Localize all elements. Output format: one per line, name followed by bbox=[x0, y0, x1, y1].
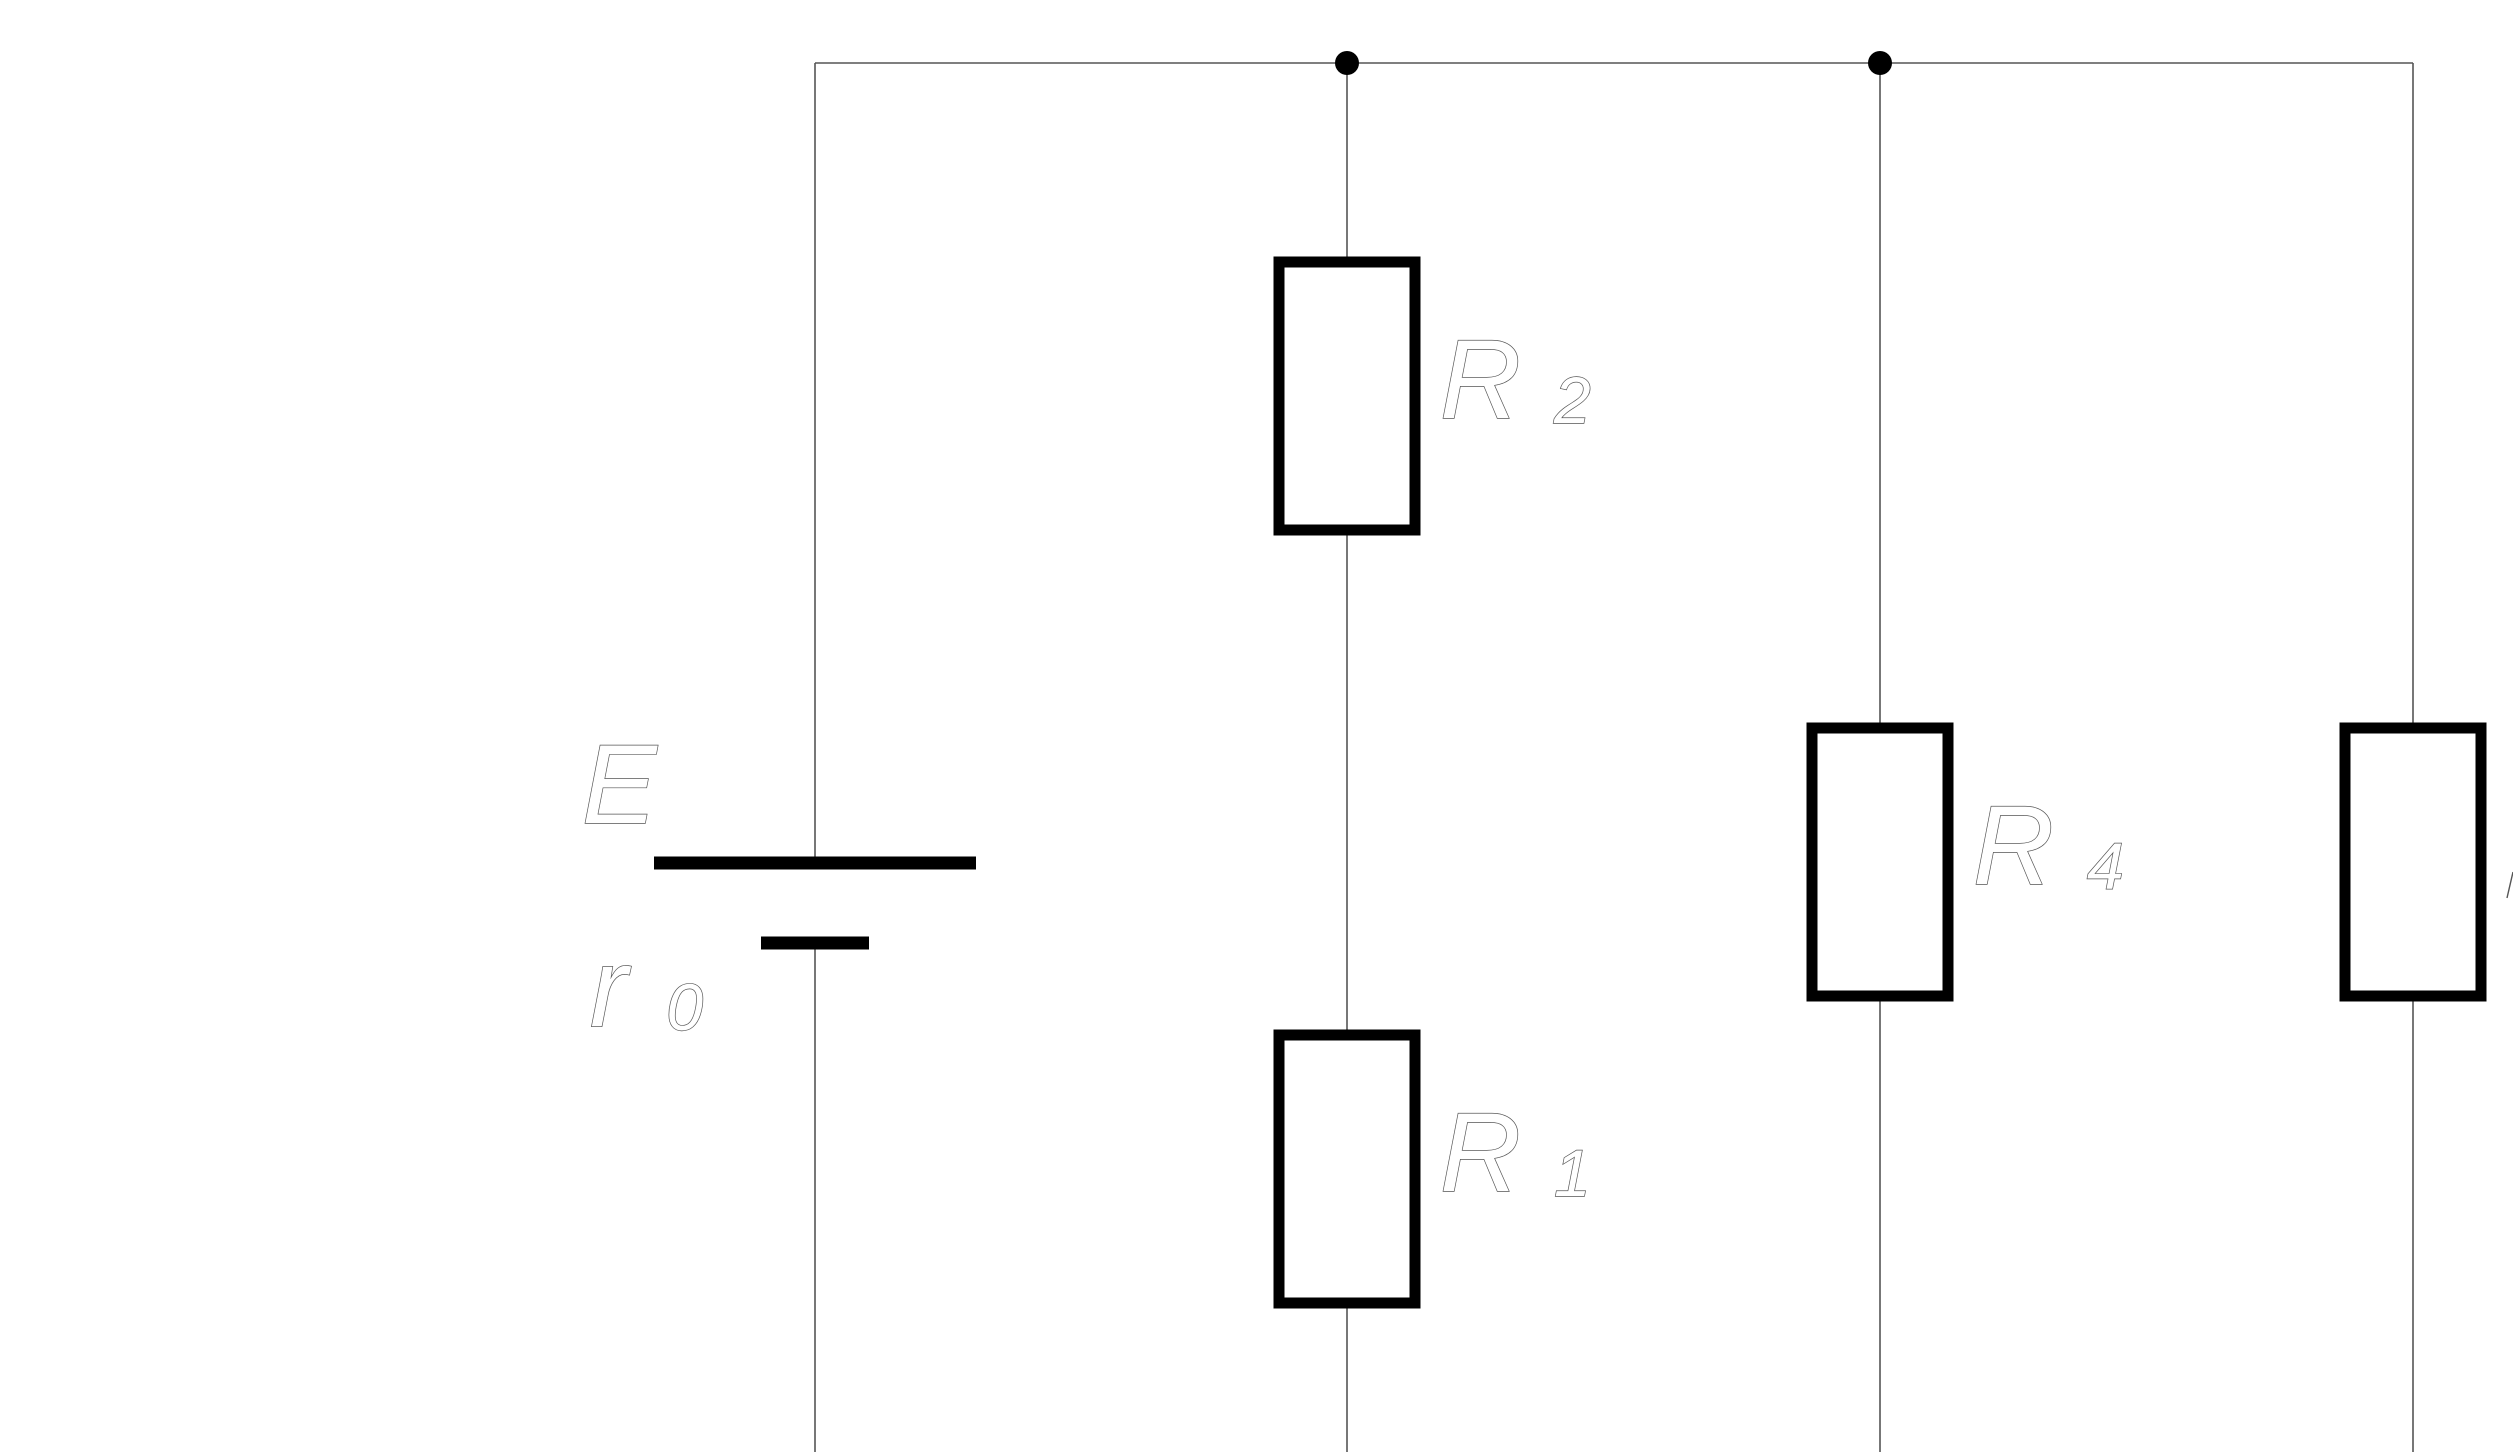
resistor-right-cropped bbox=[2339, 722, 2487, 1002]
resistor-r2-label: R 2 bbox=[1440, 317, 1591, 442]
resistor-r2-symbol: R bbox=[1440, 317, 1521, 442]
cropped-label-fragment bbox=[2506, 871, 2513, 899]
source-emf-label: E bbox=[582, 722, 658, 847]
resistor-r1-label: R 1 bbox=[1440, 1090, 1591, 1215]
resistor-r2-subscript: 2 bbox=[1553, 363, 1591, 437]
resistor-r1 bbox=[1273, 1029, 1421, 1309]
resistor-r4-label: R 4 bbox=[1973, 783, 2124, 908]
resistor-r1-symbol: R bbox=[1440, 1090, 1521, 1215]
resistor-r2 bbox=[1273, 256, 1421, 536]
junction-dot-left bbox=[1335, 51, 1359, 75]
resistor-r1-subscript: 1 bbox=[1554, 1136, 1591, 1210]
resistor-r4-symbol: R bbox=[1973, 783, 2054, 908]
internal-resistance-label: r 0 bbox=[590, 925, 703, 1050]
internal-resistance-subscript: 0 bbox=[666, 970, 703, 1044]
resistor-r4-subscript: 4 bbox=[2087, 829, 2124, 903]
internal-resistance-symbol: r bbox=[590, 925, 632, 1050]
junction-dot-right bbox=[1868, 51, 1892, 75]
resistor-r4 bbox=[1806, 722, 1954, 1002]
